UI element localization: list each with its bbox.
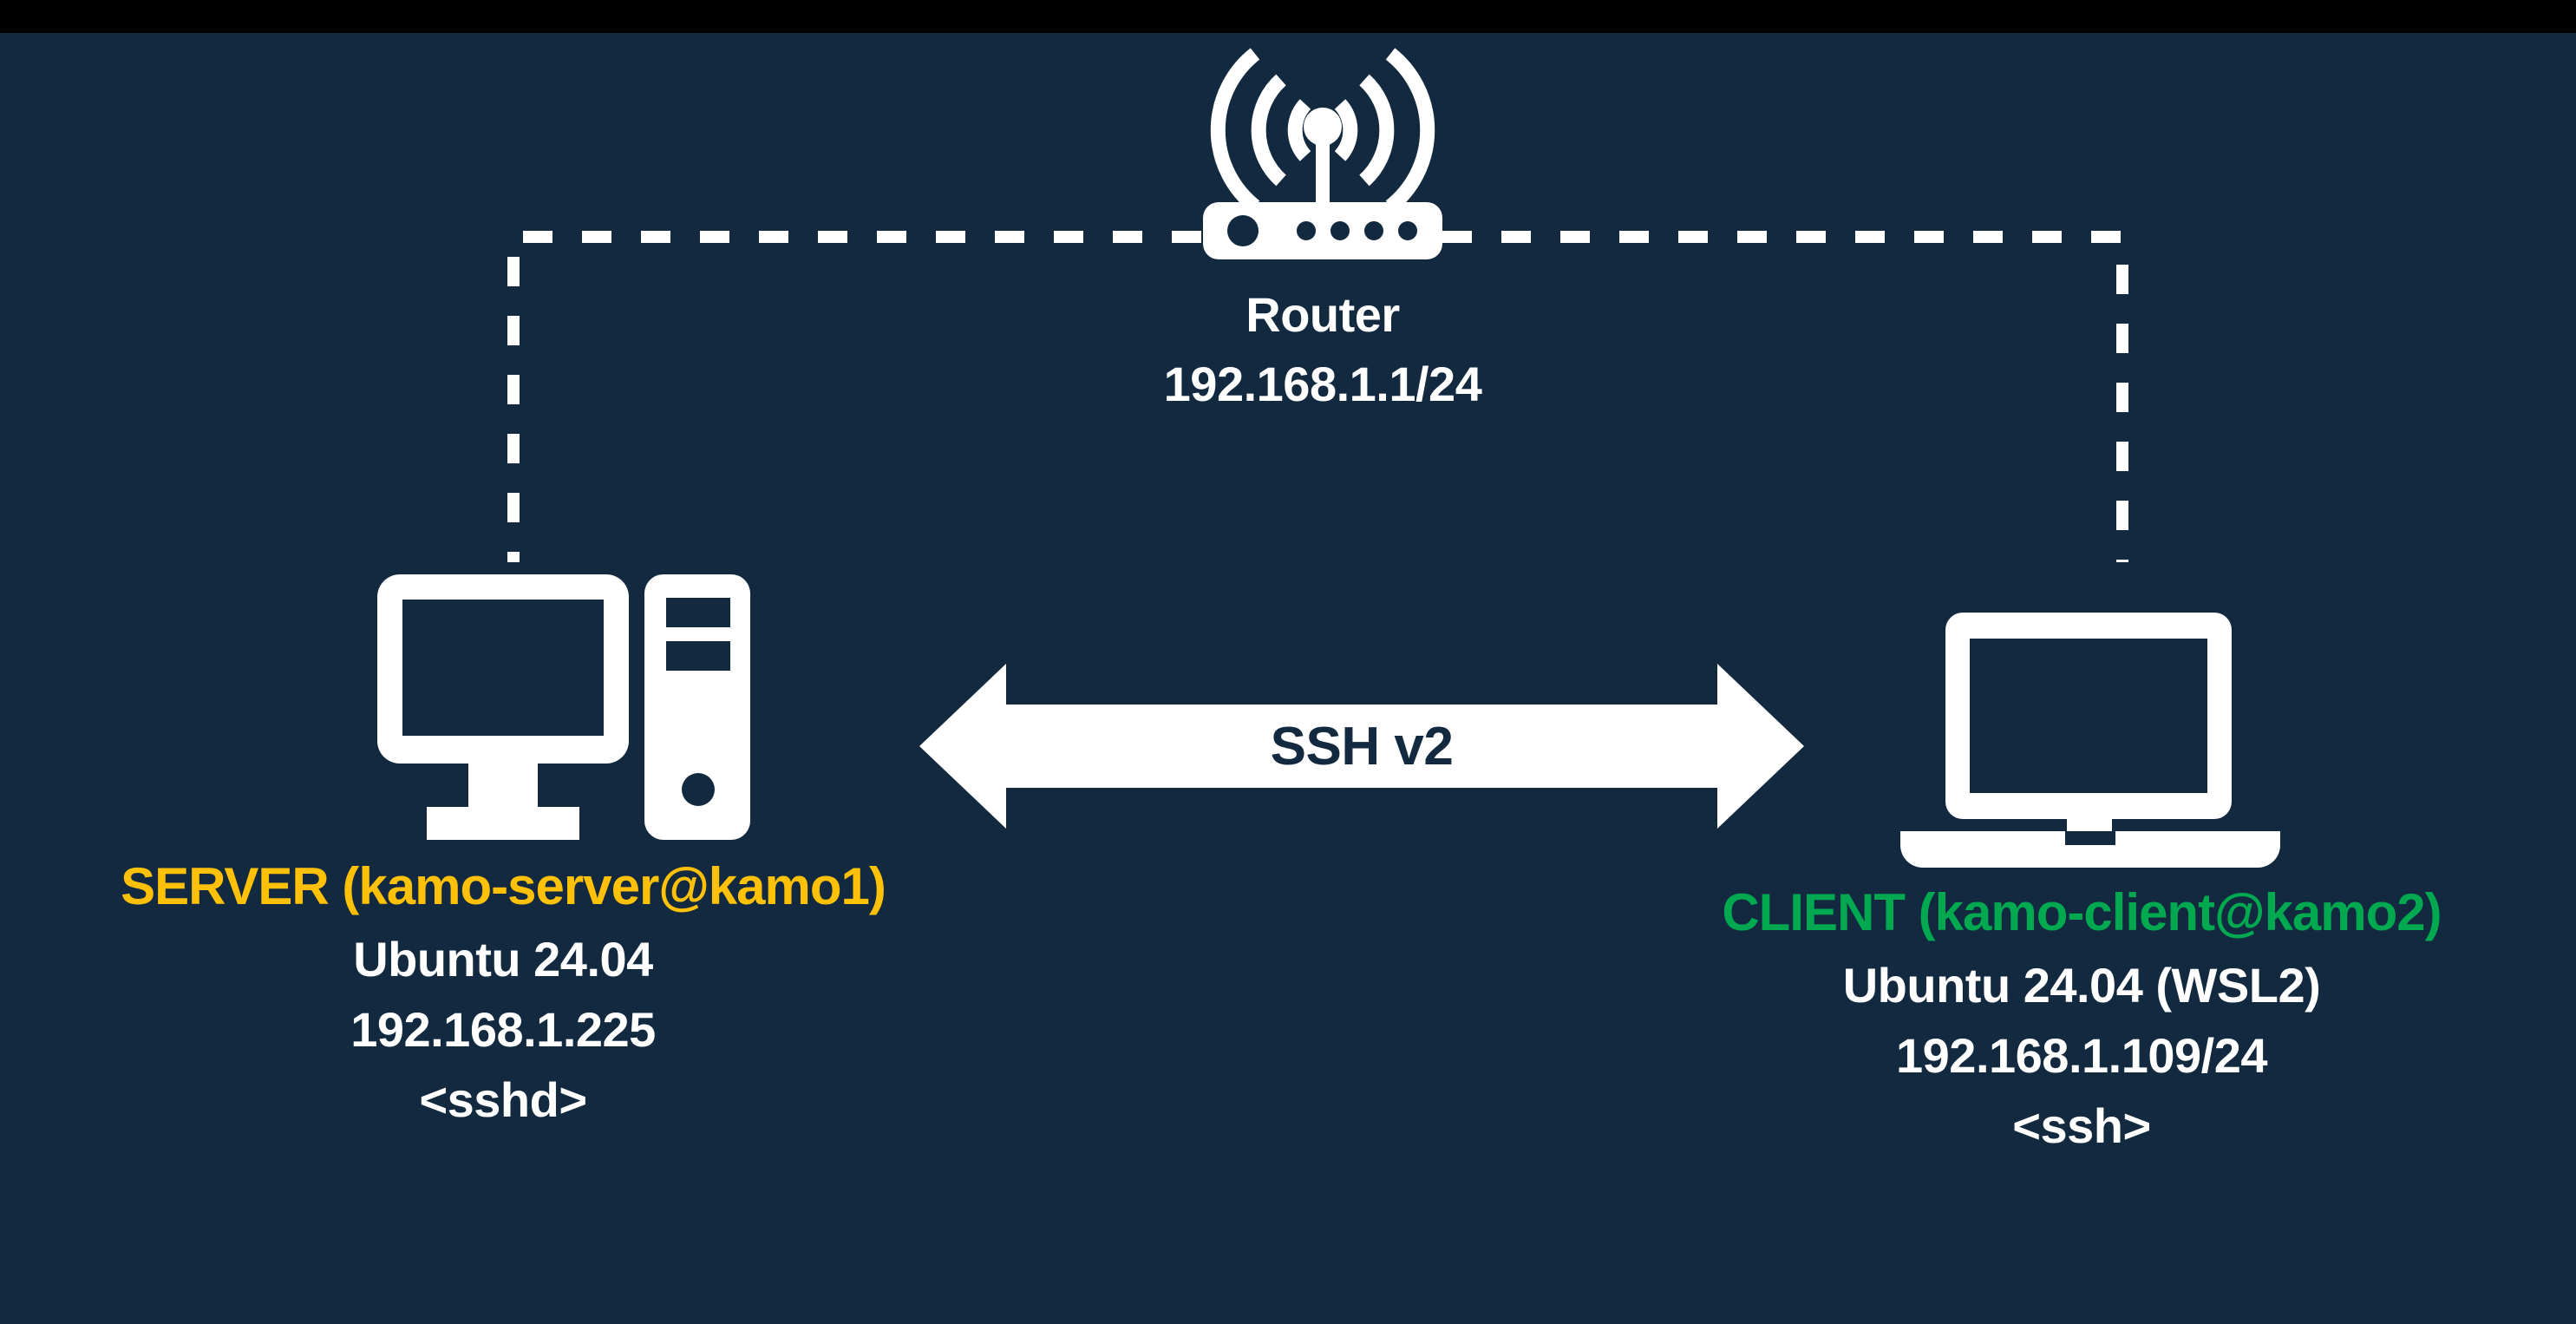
server-title: SERVER (kamo-server@kamo1) <box>121 857 886 915</box>
wifi-router-icon <box>1203 48 1442 259</box>
server-ip: 192.168.1.225 <box>350 1002 656 1058</box>
ssh-label: SSH v2 <box>919 651 1804 842</box>
client-ip: 192.168.1.109/24 <box>1896 1028 2267 1084</box>
client-label-block: CLIENT (kamo-client@kamo2) Ubuntu 24.04 … <box>1587 882 2576 1156</box>
router-name: Router <box>1246 287 1400 342</box>
bidirectional-arrow-icon <box>919 664 1804 829</box>
client-os: Ubuntu 24.04 (WSL2) <box>1842 958 2321 1013</box>
top-black-bar <box>0 0 2576 33</box>
server-node[interactable] <box>377 574 785 845</box>
router-label-block: Router 192.168.1.1/24 <box>971 286 1674 413</box>
client-process: <ssh> <box>2012 1098 2151 1154</box>
server-label-block: SERVER (kamo-server@kamo1) Ubuntu 24.04 … <box>0 855 1006 1130</box>
server-process: <sshd> <box>419 1072 587 1128</box>
client-title: CLIENT (kamo-client@kamo2) <box>1722 883 2442 941</box>
server-os: Ubuntu 24.04 <box>353 932 653 986</box>
ssh-label-text: SSH v2 <box>1270 716 1454 777</box>
ssh-link <box>919 651 1804 842</box>
client-node[interactable] <box>1895 613 2285 882</box>
desktop-computer-icon <box>377 574 750 840</box>
laptop-icon <box>1900 613 2280 868</box>
router-node[interactable] <box>1201 43 1444 260</box>
router-ip: 192.168.1.1/24 <box>1163 357 1482 412</box>
